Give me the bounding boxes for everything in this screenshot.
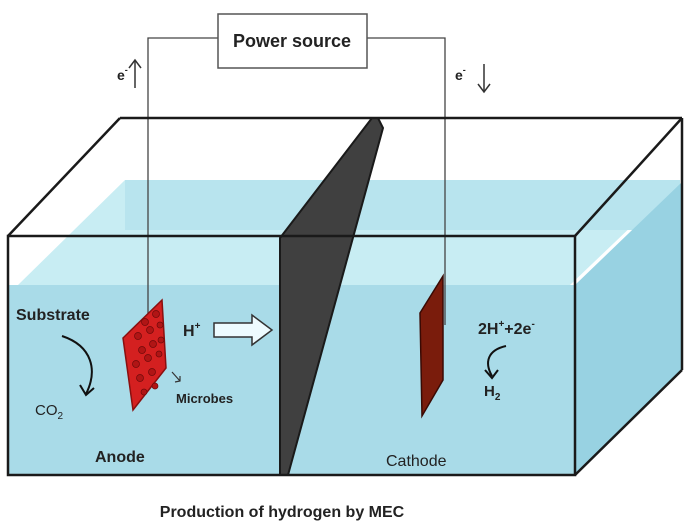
- down-arrow-icon: [477, 64, 491, 94]
- wire-left: [147, 37, 218, 328]
- curved-arrow-icon: [61, 335, 95, 397]
- cathode-reaction-label: 2H++2e-: [478, 319, 535, 338]
- water-side: [575, 182, 682, 475]
- power-source-box: [217, 13, 368, 69]
- anode-electrode: [122, 298, 167, 412]
- curved-arrow-h2-icon: [484, 345, 507, 380]
- cathode-electrode: [419, 273, 444, 419]
- substrate-label: Substrate: [16, 307, 90, 324]
- microbes-label: Microbes: [176, 391, 233, 406]
- small-arrow-icon: [171, 371, 181, 383]
- block-arrow-icon: [213, 313, 274, 347]
- h2-label: H2: [484, 383, 501, 403]
- up-arrow-icon: [128, 58, 142, 88]
- electron-right-label: e-: [455, 65, 466, 83]
- co2-label: CO2: [35, 402, 64, 422]
- microbe-dots: [132, 310, 165, 396]
- tank-frame: [6, 116, 684, 477]
- figure-caption: Production of hydrogen by MEC: [160, 504, 405, 521]
- proton-label: H+: [183, 321, 201, 340]
- cathode-label: Cathode: [386, 453, 447, 470]
- electron-left-label: e-: [117, 65, 128, 83]
- wire-right: [367, 37, 446, 325]
- anode-label: Anode: [95, 449, 145, 466]
- power-source-label: Power source: [233, 31, 351, 51]
- water-back: [125, 180, 680, 230]
